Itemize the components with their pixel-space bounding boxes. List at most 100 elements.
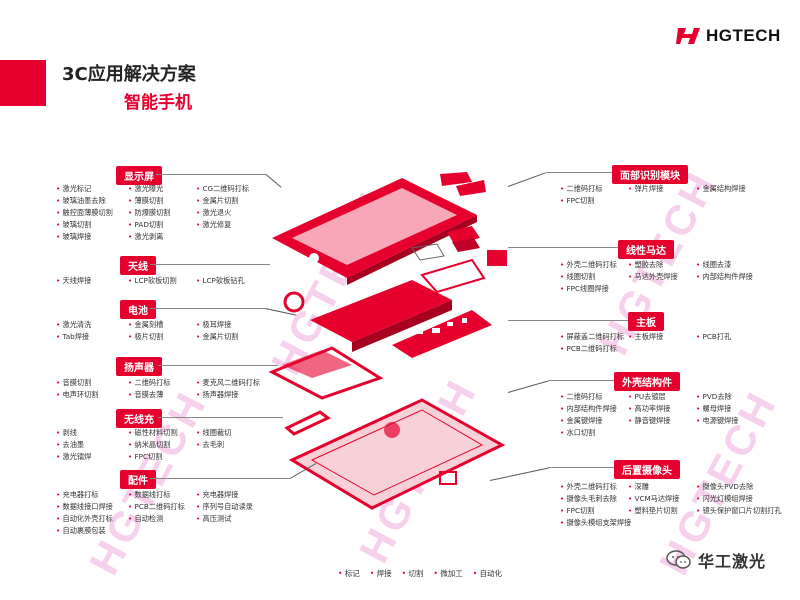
hgtech-logo-icon	[676, 28, 700, 44]
list-item: PU去镀层	[628, 392, 690, 402]
list-item: LCP软板钻孔	[196, 276, 276, 286]
wechat-icon	[666, 550, 691, 569]
list-item: 二维码打标	[560, 184, 622, 194]
list-item: 音膜切割	[56, 378, 122, 388]
list-item: 摄像头PVD去除	[696, 482, 796, 492]
motor-items: 外壳二维码打标 塑胶去除 线圈去漆 线圈切割 马达外壳焊接 内部结构件焊接 FP…	[560, 260, 776, 294]
section-label-accessories: 配件	[120, 470, 156, 489]
motor-part	[487, 250, 507, 266]
list-item: 内部结构件焊接	[696, 272, 776, 282]
list-item: 闪光灯模组焊接	[696, 494, 796, 504]
list-item: 充电器打标	[56, 490, 122, 500]
legend-item: 标记	[338, 568, 360, 579]
list-item: FPC线圈焊接	[560, 284, 622, 294]
list-item: 金属键焊接	[560, 416, 622, 426]
list-item: 激光剥离	[128, 232, 190, 242]
footer-account: 华工激光	[666, 548, 766, 572]
section-label-antenna: 天线	[120, 256, 156, 275]
list-item: 激光退火	[196, 208, 276, 218]
header-accent-block	[0, 60, 46, 106]
camera-items: 外壳二维码打标 深雕 摄像头PVD去除 摄像头毛刺去除 VCM马达焊接 闪光灯模…	[560, 482, 796, 528]
list-item: 自动化外壳打标	[56, 514, 122, 524]
section-label-housing: 外壳结构件	[614, 372, 680, 391]
antenna-items: 天线焊接 LCP软板切割 LCP软板钻孔	[56, 276, 276, 286]
list-item: 磁性材料切割	[128, 428, 190, 438]
list-item: 金属结构焊接	[696, 184, 776, 194]
list-item: 极耳焊接	[196, 320, 276, 330]
list-item: 深雕	[628, 482, 690, 492]
mainboard-items: 屏蔽盖二维码打标 主板焊接 PCB打孔 PCB二维码打标	[560, 332, 776, 354]
list-item: 外壳二维码打标	[560, 260, 622, 270]
list-item: 自动检测	[128, 514, 190, 524]
list-item: 高功率焊接	[628, 404, 690, 414]
list-item: PVD去除	[696, 392, 776, 402]
legend-item: 切割	[402, 568, 423, 579]
brand-logo: HGTECH	[676, 26, 781, 46]
list-item: 扬声器焊接	[196, 390, 276, 400]
list-item: 马达外壳焊接	[628, 272, 690, 282]
list-item: VCM马达焊接	[628, 494, 690, 504]
list-item: 数据线打标	[128, 490, 190, 500]
page-subtitle: 智能手机	[124, 93, 192, 113]
list-item: LCP软板切割	[128, 276, 190, 286]
list-item: 剥线	[56, 428, 122, 438]
list-item: 塑胶去除	[628, 260, 690, 270]
section-label-display: 显示屏	[116, 166, 162, 185]
list-item: 金属刻槽	[128, 320, 190, 330]
display-screen-part	[292, 188, 457, 265]
list-item: 麦克风二维码打标	[196, 378, 276, 388]
list-item: 内部结构件焊接	[560, 404, 622, 414]
list-item: FPC切割	[560, 506, 622, 516]
housing-part	[288, 398, 506, 510]
section-label-camera: 后置摄像头	[614, 460, 680, 479]
housing-items: 二维码打标 PU去镀层 PVD去除 内部结构件焊接 高功率焊接 螺母焊接 金属键…	[560, 392, 776, 438]
list-item: 线圈裁切	[196, 428, 276, 438]
list-item: 螺母焊接	[696, 404, 776, 414]
page-title: 3C应用解决方案	[62, 64, 196, 85]
list-item: 塑料垫片切割	[628, 506, 690, 516]
speaker-items: 音膜切割 二维码打标 麦克风二维码打标 电声环切割 音膜去薄 扬声器焊接	[56, 378, 276, 400]
list-item: 玻璃切割	[56, 220, 122, 230]
section-label-battery: 电池	[120, 300, 156, 319]
section-label-wireless: 无线充	[116, 409, 162, 428]
list-item: 静音键焊接	[628, 416, 690, 426]
battery-items: 激光清洗 金属刻槽 极耳焊接 Tab焊接 极片切割 金属片切割	[56, 320, 276, 342]
list-item: 水口切割	[560, 428, 622, 438]
section-label-mainboard: 主板	[628, 312, 664, 331]
list-item: 极片切割	[128, 332, 190, 342]
list-item: FPC切割	[128, 452, 190, 462]
list-item: 激光镭焊	[56, 452, 122, 462]
brand-name: HGTECH	[706, 26, 781, 45]
list-item: 数据线接口焊接	[56, 502, 122, 512]
list-item: 触控面薄膜切割	[56, 208, 122, 218]
list-item: PCB打孔	[696, 332, 776, 342]
list-item: 激光标记	[56, 184, 122, 194]
face-id-items: 二维码打标 弹片焊接 金属结构焊接 FPC切割	[560, 184, 776, 206]
legend-item: 自动化	[473, 568, 503, 579]
list-item: 主板焊接	[628, 332, 690, 342]
list-item: 序列号自动读录	[196, 502, 276, 512]
list-item: 激光清洗	[56, 320, 122, 330]
list-item: 外壳二维码打标	[560, 482, 622, 492]
list-item: 金属片切割	[196, 332, 276, 342]
list-item: 去毛刺	[196, 440, 276, 450]
section-label-speaker: 扬声器	[116, 357, 162, 376]
list-item: 弹片焊接	[628, 184, 690, 194]
list-item: 自动裹膜包装	[56, 526, 122, 536]
legend: 标记 焊接 切割 微加工 自动化	[338, 568, 502, 579]
wireless-items: 剥线 磁性材料切割 线圈裁切 去油墨 纳米晶切割 去毛刺 激光镭焊 FPC切割	[56, 428, 276, 462]
legend-item: 焊接	[370, 568, 392, 579]
list-item: 激光修复	[196, 220, 276, 230]
accessories-items: 充电器打标 数据线打标 充电器焊接 数据线接口焊接 PCB二维码打标 序列号自动…	[56, 490, 276, 536]
list-item: 天线焊接	[56, 276, 122, 286]
list-item: 屏蔽盖二维码打标	[560, 332, 625, 342]
wireless-part	[284, 410, 331, 436]
list-item: 去油墨	[56, 440, 122, 450]
list-item: Tab焊接	[56, 332, 122, 342]
legend-item: 微加工	[433, 568, 463, 579]
list-item: 摄像头模组支架焊接	[560, 518, 632, 528]
display-items: 激光标记 激光曝光 CG二维码打标 玻璃油墨去除 薄膜切割 金属片切割 触控面薄…	[56, 184, 276, 242]
list-item: FPC切割	[560, 196, 622, 206]
list-item: 摄像头毛刺去除	[560, 494, 622, 504]
list-item: 线圈切割	[560, 272, 622, 282]
